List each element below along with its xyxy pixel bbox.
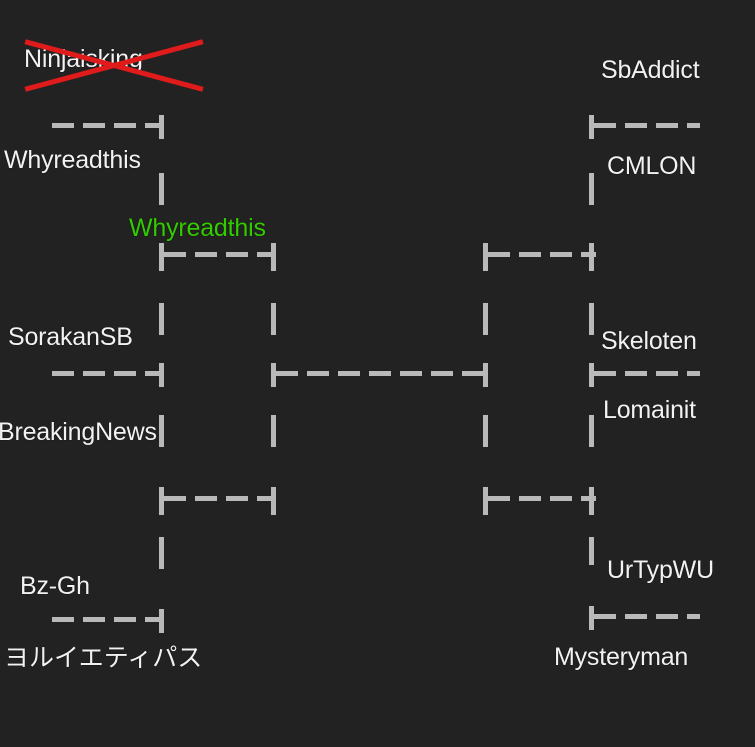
bracket-line-r2-left (164, 252, 272, 257)
bracket-connector-r2-right-left (483, 243, 488, 271)
player-sbaddict: SbAddict (601, 56, 700, 84)
bracket-connector-r2-left-right (271, 243, 276, 271)
player-sorakansb: SorakanSB (8, 323, 133, 351)
bracket-connector-m2-lower (159, 415, 164, 447)
bracket-stub-mid-upper (271, 303, 276, 335)
bracket-connector-m1-upper (159, 115, 164, 139)
bracket-connector-r2-right-lower-b (589, 487, 594, 515)
bracket-connector-m4-upper (589, 115, 594, 139)
player-bz-gh: Bz-Gh (20, 572, 90, 600)
player-cmlon: CMLON (607, 152, 697, 180)
bracket-connector-m4-lower (589, 173, 594, 205)
bracket-connector-m5-lower (589, 415, 594, 447)
bracket-connector-m6-upper (589, 606, 594, 630)
bracket-line-m4-top (594, 123, 700, 128)
bracket-stub-right-inner-lower (483, 415, 488, 447)
player-ninjaisking: Ninjaisking (24, 45, 143, 73)
bracket-connector-r2-right-lower-a (483, 487, 488, 515)
player-yoruieteipasu: ヨルイエティパス (4, 643, 203, 672)
bracket-line-m5-top (594, 371, 700, 376)
bracket-connector-r2-right-right (589, 243, 594, 271)
bracket-connector-r2-left-lower-b (271, 487, 276, 515)
final-connector-left (271, 363, 276, 387)
bracket-connector-m5-upper (589, 363, 594, 387)
bracket-line-r2-left-lower (164, 496, 272, 501)
bracket-line-m2-top (52, 371, 164, 376)
bracket-line-m3-top (52, 617, 164, 622)
player-mysteryman: Mysteryman (554, 643, 689, 671)
bracket-line-m1-top (52, 123, 164, 128)
bracket-line-final (276, 371, 484, 376)
bracket-connector-r2-left-top (159, 243, 164, 271)
player-whyreadthis-r2: Whyreadthis (129, 214, 266, 242)
bracket-stub-left-lower (159, 537, 164, 569)
bracket-connector-m1-lower (159, 173, 164, 205)
bracket-connector-m2-upper (159, 363, 164, 387)
player-whyreadthis-r1: Whyreadthis (4, 146, 141, 174)
bracket-line-m6-top (594, 614, 700, 619)
bracket-connector-r2-left-lower-a (159, 487, 164, 515)
bracket-stub-mid-lower (271, 415, 276, 447)
bracket-connector-m3-upper (159, 609, 164, 633)
player-urtypwu: UrTypWU (607, 556, 714, 584)
player-breakingnews: BreakingNews (0, 418, 157, 446)
bracket-line-r2-right (488, 252, 596, 257)
player-skeloten: Skeloten (601, 327, 697, 355)
bracket-stub-right-inner-upper (483, 303, 488, 335)
player-lomainit: Lomainit (603, 396, 696, 424)
bracket-stub-left-upper (159, 303, 164, 335)
bracket-stub-right-outer-lower (589, 537, 594, 565)
final-connector-right (483, 363, 488, 387)
bracket-line-r2-right-lower (488, 496, 596, 501)
bracket-stub-right-outer-upper (589, 303, 594, 335)
